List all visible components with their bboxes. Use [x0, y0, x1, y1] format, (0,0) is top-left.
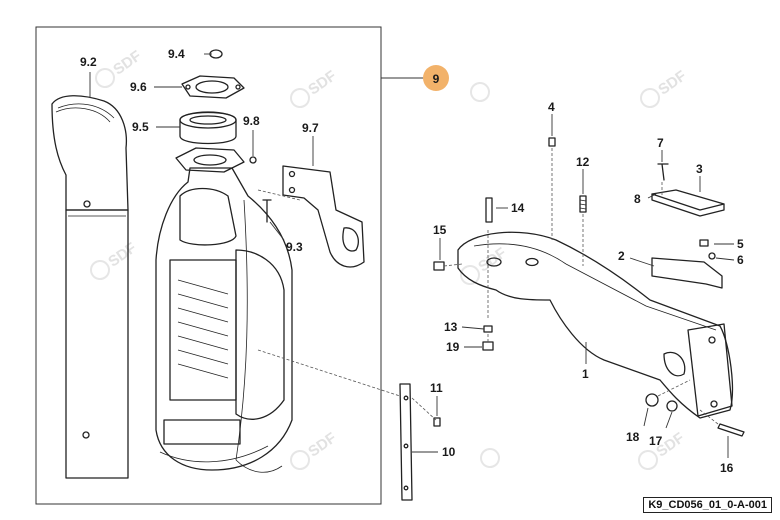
callout-3: 3: [696, 162, 703, 176]
callout-9-3: 9.3: [286, 240, 303, 254]
watermark-text: SDF: [475, 244, 509, 275]
assembly-callout-bubble: [423, 65, 449, 91]
callout-6: 6: [737, 253, 744, 267]
side-rail-part: [399, 383, 441, 501]
main-bracket-part: [457, 231, 734, 419]
callout-8: 8: [634, 192, 641, 206]
converter-body-part: [155, 167, 293, 473]
callout-9-6: 9.6: [130, 80, 147, 94]
callout-9: 9: [433, 72, 440, 86]
callout-14: 14: [511, 201, 525, 215]
callout-15: 15: [433, 223, 447, 237]
assembly-frame: [35, 26, 382, 505]
callout-9-5: 9.5: [132, 120, 149, 134]
callout-1: 1: [582, 367, 589, 381]
watermark-text: SDF: [655, 67, 689, 98]
callout-labels: 9.2 9.4 9.6 9.5 9.8 9.7 9.3 4 7 12 3 8 1…: [80, 47, 744, 475]
callout-19: 19: [446, 340, 460, 354]
exhaust-guard-part: [51, 95, 129, 479]
callout-17: 17: [649, 434, 663, 448]
callout-18: 18: [626, 430, 640, 444]
callout-11: 11: [430, 381, 443, 395]
watermark-text: SDF: [305, 429, 339, 460]
callout-16: 16: [720, 461, 734, 475]
callout-7: 7: [657, 136, 664, 150]
callout-9-2: 9.2: [80, 55, 97, 69]
outlet-hardware-parts: [175, 49, 272, 223]
leader-lines: [89, 53, 735, 458]
callout-13: 13: [444, 320, 458, 334]
callout-9-8: 9.8: [243, 114, 260, 128]
callout-5: 5: [737, 237, 744, 251]
callout-2: 2: [618, 249, 625, 263]
callout-9-7: 9.7: [302, 121, 319, 135]
watermark-text: SDF: [305, 67, 339, 98]
drawing-reference-code: K9_CD056_01_0-A-001: [643, 497, 772, 513]
callout-4: 4: [548, 100, 555, 114]
watermark-text: SDF: [110, 47, 144, 78]
callout-10: 10: [442, 445, 456, 459]
watermark-text: SDF: [105, 239, 139, 270]
callout-9-4: 9.4: [168, 47, 185, 61]
heat-shield-part: [282, 165, 365, 268]
mount-hardware-parts: [433, 137, 745, 437]
guide-lines: [257, 148, 719, 425]
callout-12: 12: [576, 155, 590, 169]
